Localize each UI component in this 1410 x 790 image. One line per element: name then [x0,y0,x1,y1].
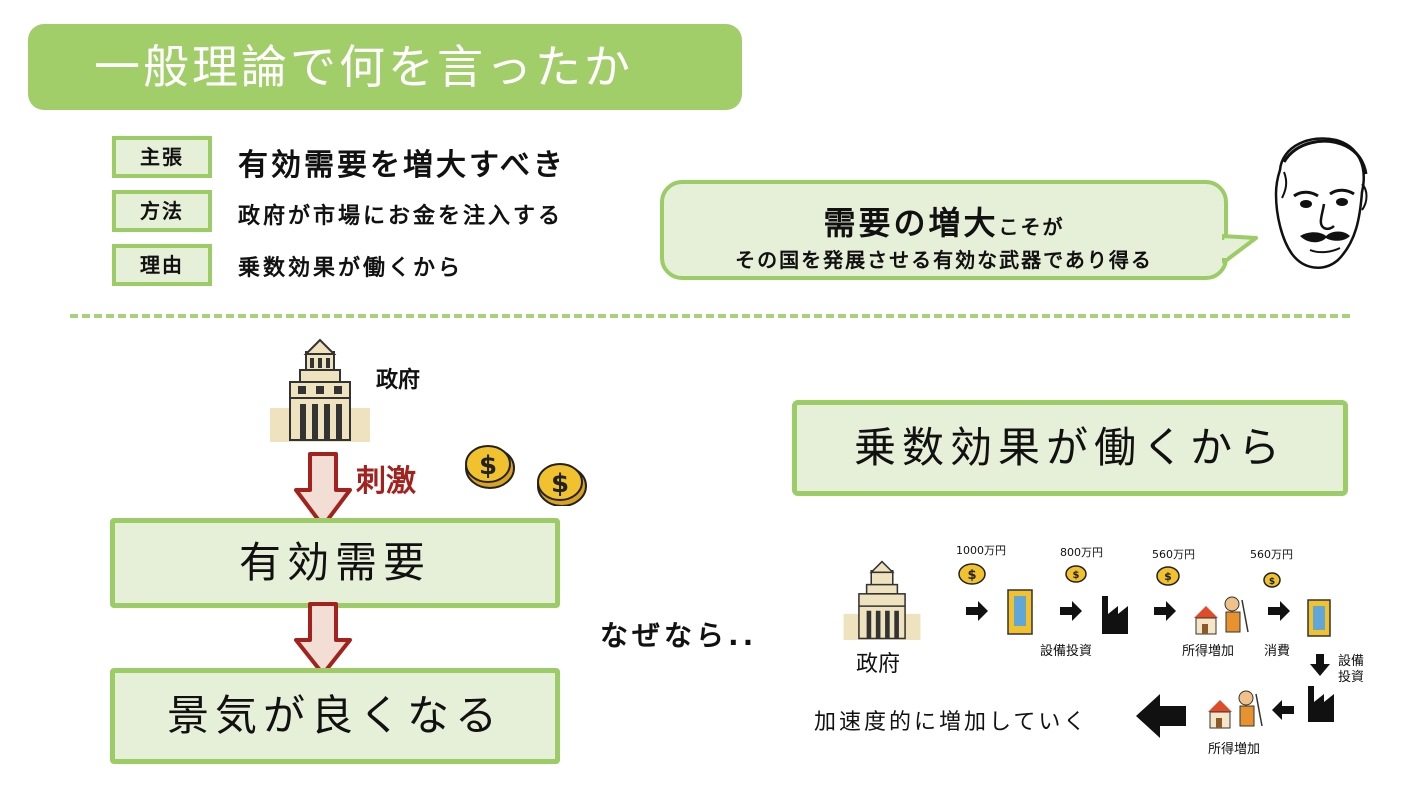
keynes-portrait-icon [1274,137,1368,269]
capex-vertical-label: 設備 投資 [1338,654,1365,685]
svg-text:$: $ [1164,570,1172,583]
title-banner: 一般理論で何を言ったか [28,24,742,110]
stimulus-label: 刺激 [356,464,416,499]
multiplier-chain-graphic: $ $ $ $ [958,563,1334,738]
svg-text:$: $ [479,451,497,481]
effective-demand-box: 有効需要 [110,518,560,608]
quote-line-1: 需要の増大こそが [664,198,1224,244]
coin-icon: $ [958,563,986,585]
section-divider [70,314,1350,318]
amount-3: 560万円 [1152,548,1195,561]
svg-text:$: $ [551,469,569,499]
quote-small: こそが [998,215,1065,239]
capex-label: 設備投資 [1040,644,1093,659]
amount-2: 800万円 [1060,546,1103,559]
income-up-label-2: 所得増加 [1208,742,1261,757]
svg-text:$: $ [967,568,976,583]
tag-claim: 主張 [112,136,212,178]
svg-text:$: $ [1073,570,1080,581]
multiplier-title-box: 乗数効果が働くから [792,400,1348,496]
accelerate-text: 加速度的に増加していく [814,710,1089,735]
tag-reason: 理由 [112,244,212,286]
because-text: なぜなら.. [600,619,758,652]
amount-4: 560万円 [1250,548,1293,561]
quote-bubble: 需要の増大こそが その国を発展させる有効な武器であり得る [660,180,1228,280]
svg-text:$: $ [1269,577,1275,587]
quote-main: 需要の増大 [823,204,999,242]
income-up-label: 所得増加 [1182,644,1235,659]
down-arrow-icon [294,452,352,528]
consumption-label: 消費 [1264,644,1291,659]
government-label: 政府 [376,368,421,393]
government-building-icon [270,338,370,442]
amount-1: 1000万円 [956,544,1006,557]
page-title: 一般理論で何を言ったか [94,40,633,94]
method-text: 政府が市場にお金を注入する [238,203,564,229]
economy-improves-box: 景気が良くなる [110,668,560,764]
bubble-tail [1222,234,1258,264]
down-arrow-icon-2 [294,602,352,676]
reason-text: 乗数効果が働くから [238,255,464,281]
quote-line-2: その国を発展させる有効な武器であり得る [735,248,1153,272]
government-building-small-icon [843,560,921,640]
claim-text: 有効需要を増大すべき [238,148,566,183]
tag-method: 方法 [112,190,212,232]
multiplier-government-label: 政府 [856,652,901,677]
coins-icon: $ $ [465,445,587,506]
